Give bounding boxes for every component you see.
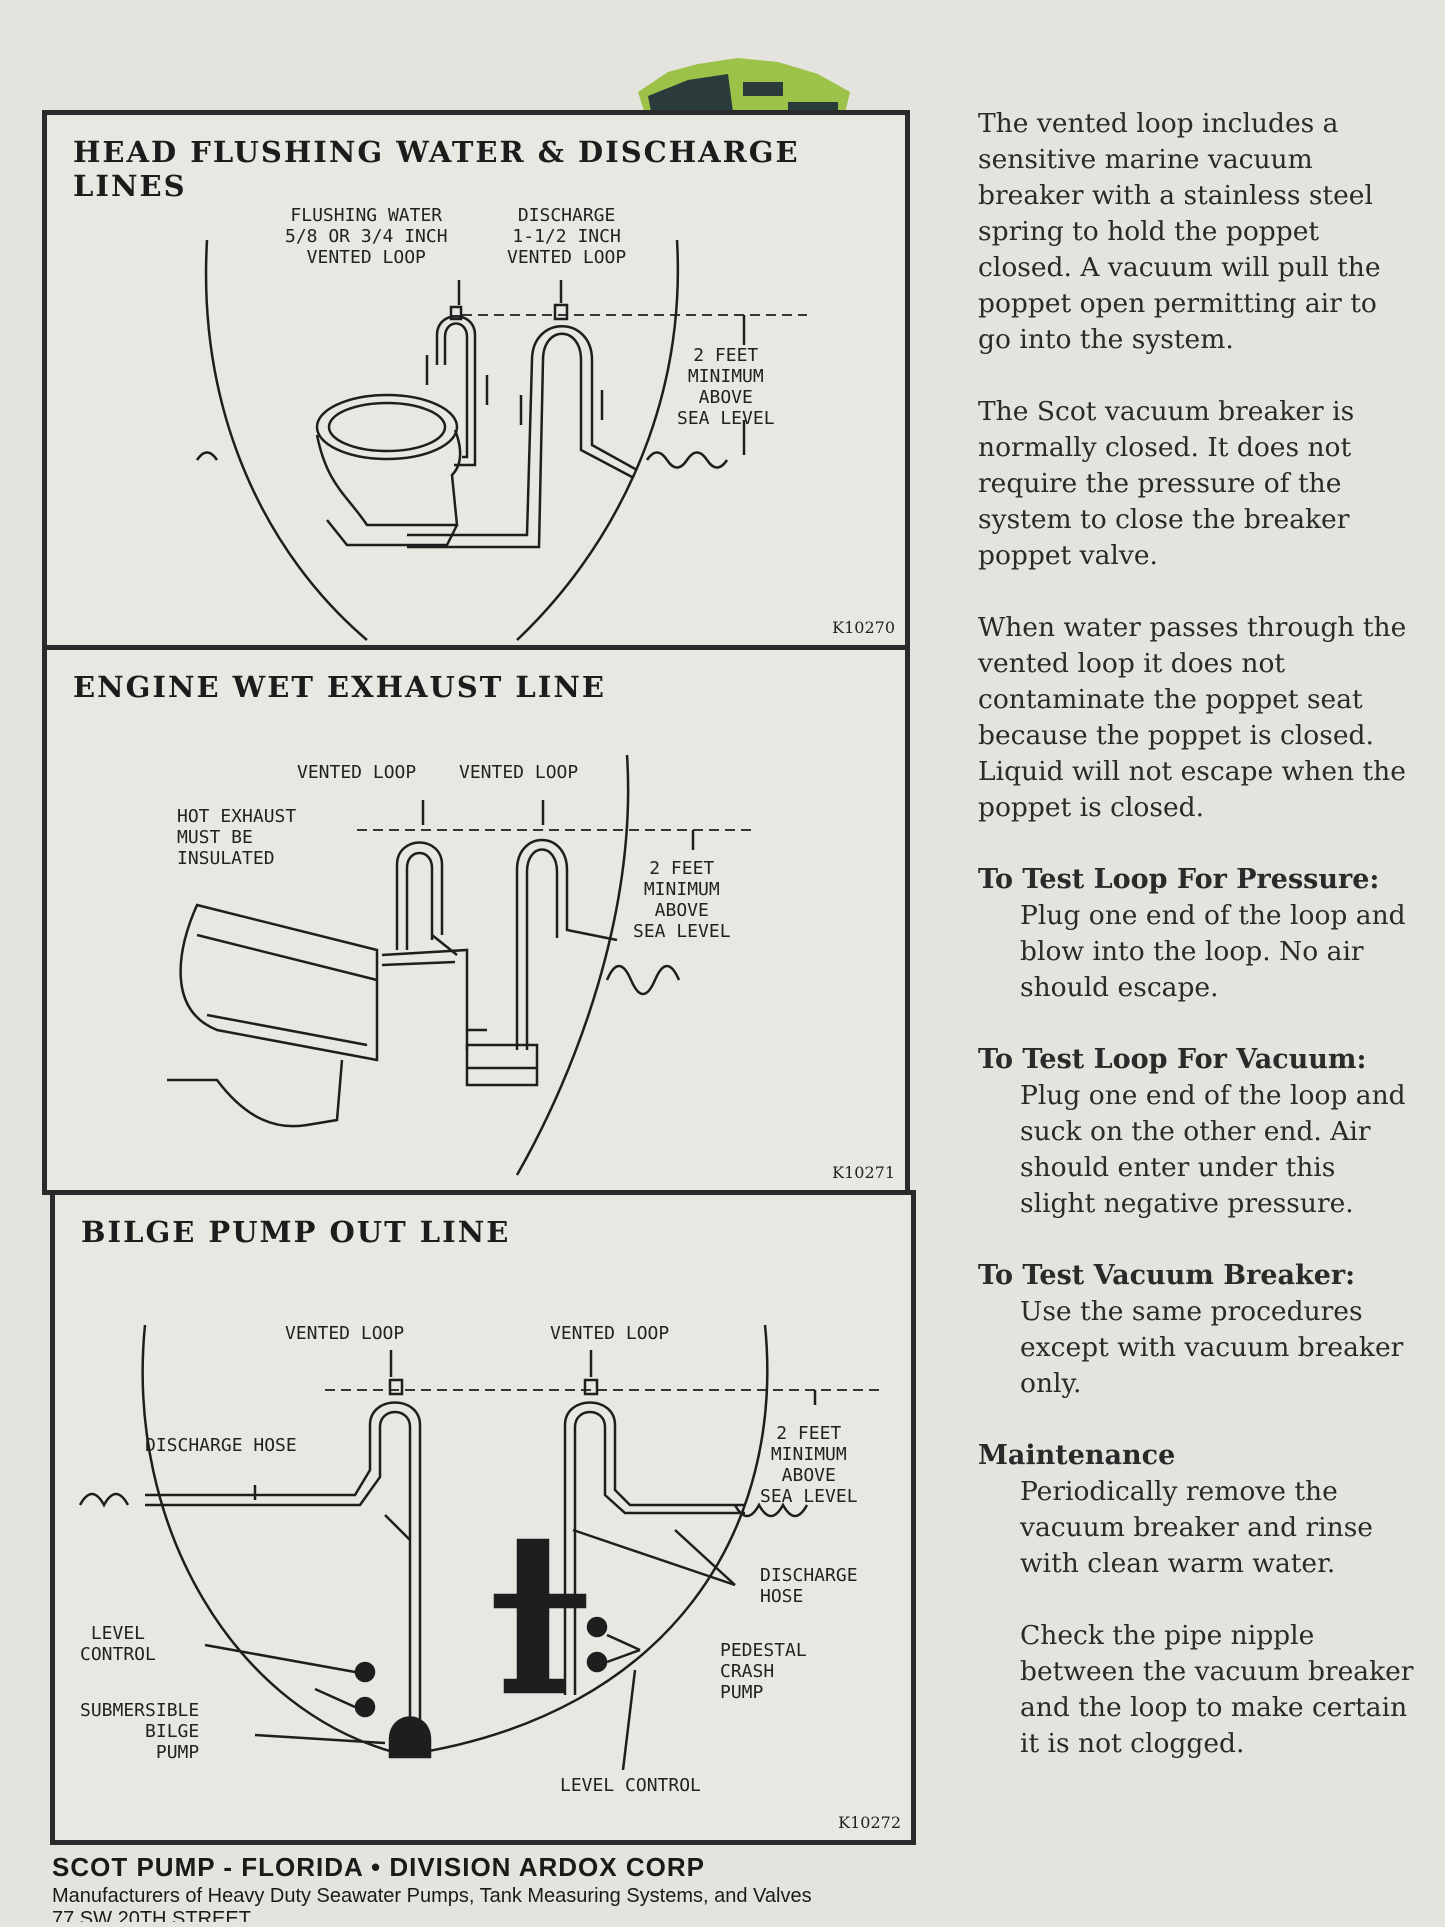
text-test-vacuum: Plug one end of the loop and suck on the… [1020,1080,1406,1219]
figure-code: K10272 [838,1813,901,1832]
instructions-column: The vented loop includes a sensitive mar… [978,106,1418,1798]
company-tagline: Manufacturers of Heavy Duty Seawater Pum… [52,1885,812,1907]
figure-code: K10271 [832,1163,895,1182]
label-two-feet: 2 FEET MINIMUM ABOVE SEA LEVEL [633,858,731,942]
heading-test-pressure: To Test Loop For Pressure: [978,864,1380,895]
label-discharge-loop: DISCHARGE 1-1/2 INCH VENTED LOOP [507,205,627,268]
heading-test-vacuum: To Test Loop For Vacuum: [978,1044,1367,1075]
label-two-feet: 2 FEET MINIMUM ABOVE SEA LEVEL [760,1423,858,1507]
label-pedestal-pump: PEDESTAL CRASH PUMP [720,1640,807,1703]
text-test-breaker: Use the same procedures except with vacu… [1020,1296,1404,1399]
text-test-pressure: Plug one end of the loop and blow into t… [1020,900,1406,1003]
head-flushing-diagram [195,239,807,641]
engine-exhaust-diagram [167,754,757,1176]
panel-title: HEAD FLUSHING WATER & DISCHARGE LINES [73,135,800,203]
heading-test-breaker: To Test Vacuum Breaker: [978,1260,1356,1291]
panel-bilge-pump: BILGE PUMP OUT LINE [50,1190,916,1845]
panel-title: BILGE PUMP OUT LINE [81,1215,511,1249]
company-name: SCOT PUMP - FLORIDA • DIVISION ARDOX COR… [52,1852,705,1882]
bilge-pump-diagram [78,1324,885,1771]
panel-engine-exhaust: ENGINE WET EXHAUST LINE [42,645,910,1195]
panel-title: ENGINE WET EXHAUST LINE [73,670,606,704]
text-maintenance-nipple: Check the pipe nipple between the vacuum… [1020,1620,1414,1759]
label-vented-loop-1: VENTED LOOP [297,762,417,783]
label-discharge-hose-right: DISCHARGE HOSE [760,1565,858,1607]
text-maintenance-rinse: Periodically remove the vacuum breaker a… [1020,1476,1373,1579]
label-vented-loop-2: VENTED LOOP [459,762,579,783]
company-address: 77 SW 20TH STREET [52,1908,251,1922]
paragraph-water-passes: When water passes through the vented loo… [978,612,1407,823]
label-hot-exhaust: HOT EXHAUST MUST BE INSULATED [177,806,297,869]
label-two-feet: 2 FEET MINIMUM ABOVE SEA LEVEL [677,345,775,429]
heading-maintenance: Maintenance [978,1440,1176,1471]
label-vented-loop-2: VENTED LOOP [550,1323,670,1344]
paragraph-vented-loop: The vented loop includes a sensitive mar… [978,108,1381,355]
label-vented-loop-1: VENTED LOOP [285,1323,405,1344]
label-level-control-left: LEVEL CONTROL [80,1623,156,1665]
footer: SCOT PUMP - FLORIDA • DIVISION ARDOX COR… [52,1852,952,1922]
figure-code: K10270 [832,618,895,637]
label-level-control-bottom: LEVEL CONTROL [560,1775,701,1796]
label-discharge-hose-left: DISCHARGE HOSE [145,1435,297,1456]
paragraph-vacuum-breaker: The Scot vacuum breaker is normally clos… [978,396,1355,571]
label-flushing-water: FLUSHING WATER 5/8 OR 3/4 INCH VENTED LO… [285,205,448,268]
panel-head-flushing: HEAD FLUSHING WATER & DISCHARGE LINES [42,110,910,650]
label-submersible-pump: SUBMERSIBLE BILGE PUMP [80,1700,200,1763]
